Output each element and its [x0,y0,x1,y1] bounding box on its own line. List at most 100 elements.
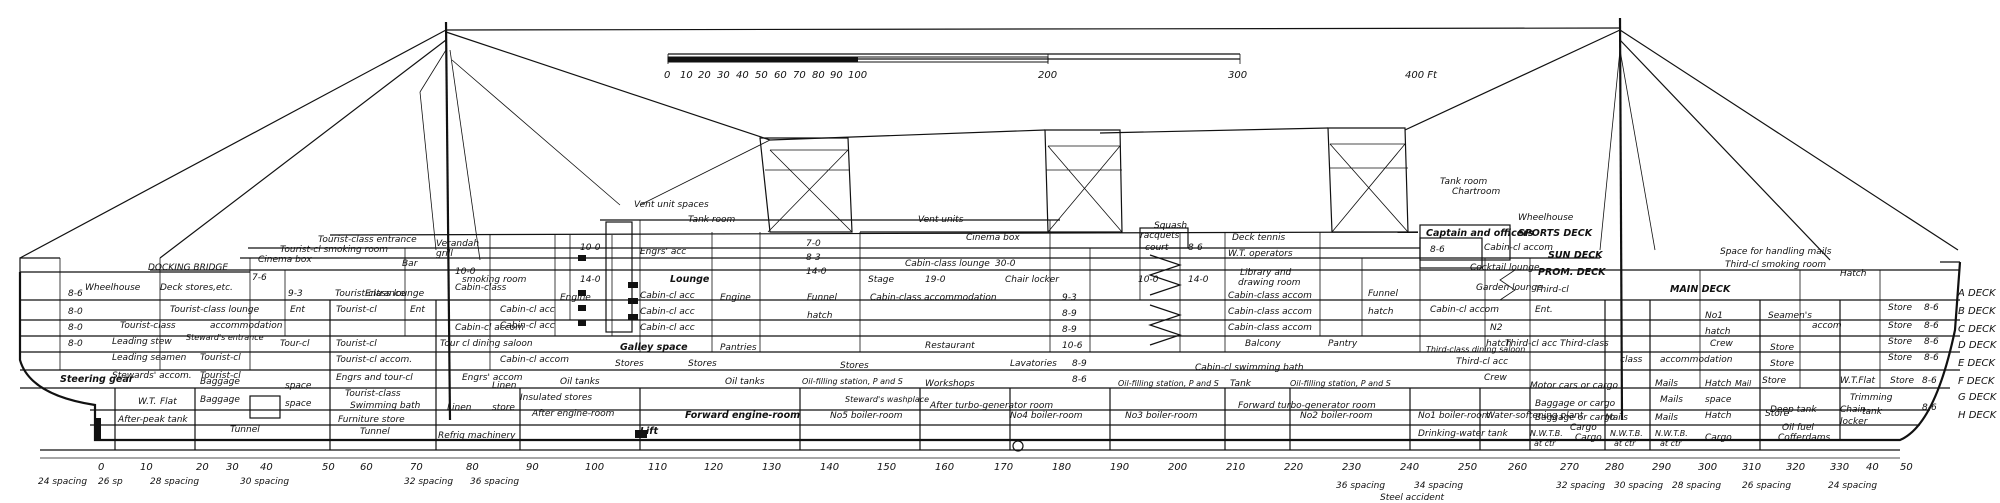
hold-label: No3 boiler-room [1125,411,1198,421]
room-label: Seamen's [1768,311,1812,321]
height-label: 8-6 [1922,376,1937,386]
room-label: Tour-cl [280,339,310,349]
frame-number: 160 [935,462,954,473]
room-label: Third-cl [1535,285,1569,295]
room-label: Cabin-class accom [1228,323,1312,333]
room-label: Tourist-class [345,389,401,399]
room-label: W.T.Flat [1840,376,1876,386]
scale-tick: 40 [736,70,749,81]
room-label: Crew [1710,339,1734,349]
frame-number: 24 spacing [1828,481,1877,491]
scale-tick: 20 [698,70,711,81]
frame-number: 30 spacing [240,477,289,487]
room-label: Hatch [1705,411,1732,421]
room-label: Cabin-class lounge [905,259,990,269]
room-label: hatch [1486,339,1512,349]
height-label: 8-6 [1924,337,1939,347]
room-label: Cabin-cl accom [500,355,569,365]
room-label: Chain [1840,405,1866,415]
hold-labels: W.T. Flat After-peak tank Tunnel Furnitu… [117,397,1688,448]
frame-number: 28 spacing [150,477,199,487]
frame-number: 120 [704,462,723,473]
room-label: Mails [1655,379,1678,389]
room-label: Tourist-class lounge [335,289,425,299]
room-label: Tour cl dining saloon [440,339,533,349]
room-label: space [285,399,312,409]
height-label: 9-3 [288,289,303,299]
height-label: 8-9 [1062,325,1077,335]
scale-tick: 300 [1228,70,1247,81]
scale-tick: 50 [755,70,768,81]
frame-number: 0 [98,462,104,473]
court-label: court [1145,243,1169,253]
hold-label: Lift [640,426,658,437]
room-label: Store [1888,303,1912,313]
room-label: Cabin-cl swimming bath [1195,363,1304,373]
frame-numbers: 24 spacing 26 sp 0 10 28 spacing 20 30 3… [38,462,1913,503]
room-label: space [1705,395,1732,405]
grill-label: grill [436,249,453,259]
hold-label: Cargo [1570,423,1597,433]
room-label: Cabin-cl acc [500,321,555,331]
scale-tick: 200 [1038,70,1057,81]
tc-smoking-label: Tourist-cl smoking room [280,245,388,255]
hold-label: No1 boiler-room [1418,411,1491,421]
room-label: Stewards' accom. [112,371,192,381]
partitions [59,220,1881,452]
racquets-label: racquets [1140,231,1180,241]
room-label: Engine [560,293,591,303]
height-label: 8-0 [68,339,83,349]
hold-label: W.T. [138,397,156,407]
height-label: 8-6 [1188,243,1203,253]
room-label: Stores [840,361,869,371]
room-label: Stage [868,275,894,285]
room-label: Stores [688,359,717,369]
scale-tick: 0 [664,70,670,81]
deck-stores-label: Deck stores,etc. [160,283,233,293]
room-label: Third-class [1560,339,1609,349]
room-label: accommodation [210,321,283,331]
hold-label: No5 boiler-room [830,411,903,421]
height-label: 8-0 [68,323,83,333]
room-label: Store [1888,321,1912,331]
frame-number: 260 [1508,462,1527,473]
room-label: Cargo [1575,433,1602,443]
height-label: 8-6 [1924,321,1939,331]
room-label: Cabin-cl acc [640,307,695,317]
room-label: Cabin-cl accom [1430,305,1499,315]
scale-tick: 100 [848,70,867,81]
frame-number: 24 spacing [38,477,87,487]
frame-number: 34 spacing [1414,481,1463,491]
room-label: accommodation [1660,355,1733,365]
frame-number: 32 spacing [1556,481,1605,491]
frame-number: 110 [648,462,667,473]
room-label: Chair locker [1005,275,1060,285]
room-label: Tourist-class lounge [170,305,260,315]
room-label: Pantries [720,343,757,353]
height-label: 19-0 [925,275,946,285]
frame-number: 270 [1560,462,1579,473]
room-label: Crew [1484,373,1508,383]
room-label: Third-cl acc [1505,339,1557,349]
room-label: Store [1888,353,1912,363]
room-label: Third-cl acc [1456,357,1508,367]
frame-number: 290 [1652,462,1671,473]
room-label: Entrance [365,289,406,299]
sun-deck-label: SUN DECK [1548,250,1603,261]
room-label: Steering gear [60,374,135,385]
room-label: locker [1840,417,1869,427]
room-label: Engrs' accom [462,373,523,383]
room-label: Engine [720,293,751,303]
frame-number: 40 [260,462,273,473]
sports-deck-label: SPORTS DECK [1518,228,1593,239]
frame-number: 30 [226,462,239,473]
frame-number: 280 [1605,462,1624,473]
height-label: 10-6 [1062,341,1083,351]
room-label: Baggage or cargo [1535,399,1616,409]
funnels [759,127,1409,233]
height-label: 14-0 [580,275,601,285]
room-label: accom [1812,321,1842,331]
room-label: space [285,381,312,391]
room-label: Cofferdams [1778,433,1831,443]
height-label: 9-3 [1062,293,1077,303]
